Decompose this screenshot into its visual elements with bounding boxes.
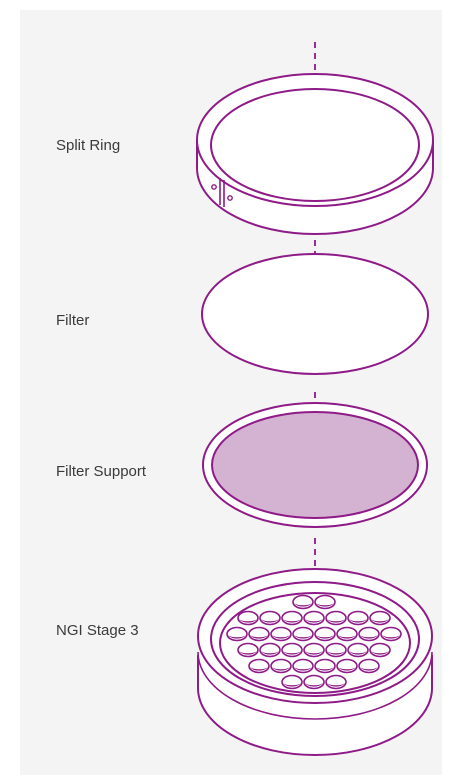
- nozzle-hole: [337, 660, 357, 673]
- filter-disc: [202, 254, 428, 374]
- nozzle-hole: [315, 628, 335, 641]
- nozzle-hole: [337, 628, 357, 641]
- nozzle-hole: [381, 628, 401, 641]
- nozzle-hole: [348, 612, 368, 625]
- nozzle-hole: [249, 628, 269, 641]
- ngi-stage-3-part: [198, 569, 432, 755]
- nozzle-hole: [249, 660, 269, 673]
- nozzle-hole: [326, 644, 346, 657]
- nozzle-hole: [271, 660, 291, 673]
- nozzle-hole: [293, 660, 313, 673]
- nozzle-hole: [304, 676, 324, 689]
- nozzle-hole: [326, 676, 346, 689]
- nozzle-hole: [359, 628, 379, 641]
- nozzle-hole: [304, 644, 324, 657]
- nozzle-hole: [282, 612, 302, 625]
- nozzle-hole: [326, 612, 346, 625]
- nozzle-hole: [293, 628, 313, 641]
- nozzle-hole: [260, 644, 280, 657]
- nozzle-hole: [238, 612, 258, 625]
- nozzle-hole: [304, 612, 324, 625]
- nozzle-hole: [227, 628, 247, 641]
- filter-support-part: [203, 403, 427, 527]
- nozzle-hole: [260, 612, 280, 625]
- nozzle-hole: [293, 596, 313, 609]
- split-ring-part: [197, 74, 433, 234]
- nozzle-hole: [370, 612, 390, 625]
- nozzle-hole: [238, 644, 258, 657]
- nozzle-hole: [282, 644, 302, 657]
- nozzle-hole: [348, 644, 368, 657]
- nozzle-hole: [370, 644, 390, 657]
- nozzle-hole: [315, 596, 335, 609]
- nozzle-hole: [359, 660, 379, 673]
- nozzle-hole: [282, 676, 302, 689]
- nozzle-hole: [271, 628, 291, 641]
- nozzle-hole: [315, 660, 335, 673]
